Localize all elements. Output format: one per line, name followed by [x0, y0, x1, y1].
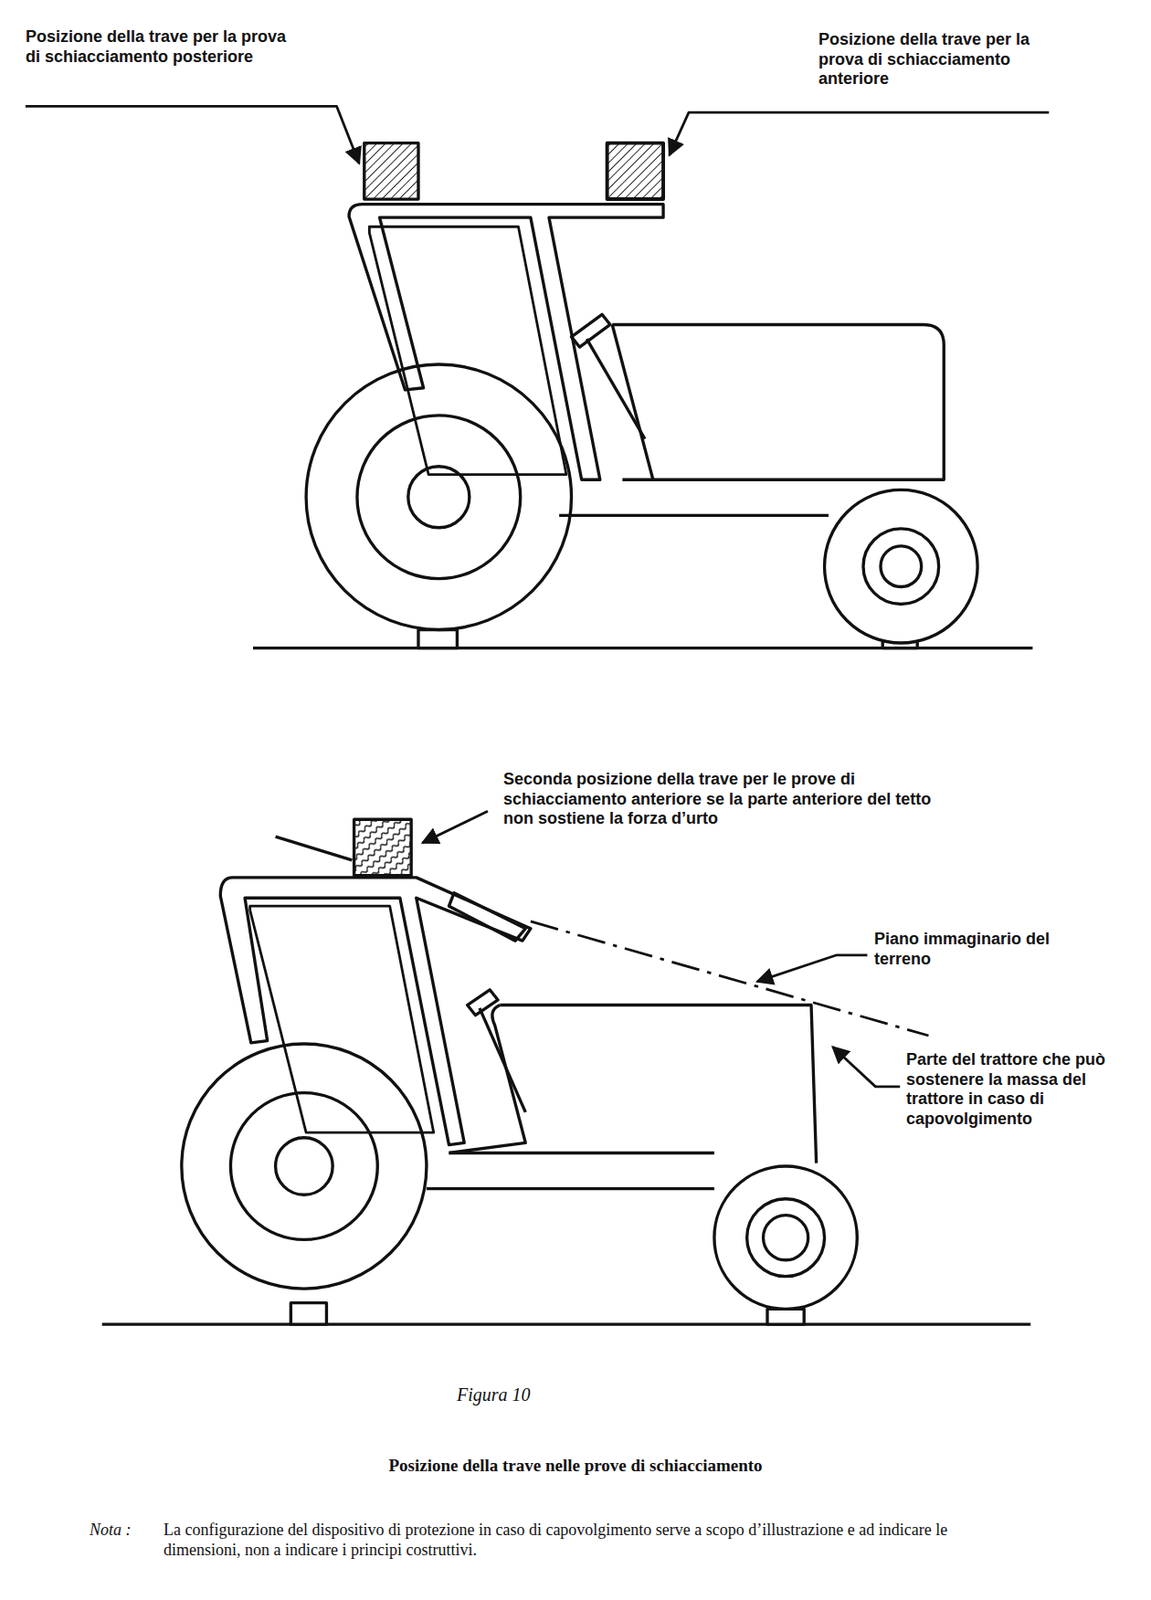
figure-number: Figura 10 [456, 1383, 558, 1406]
callout-label: Piano immaginario del terreno [874, 929, 1057, 970]
figure-caption: Posizione della trave nelle prove di sch… [210, 1456, 941, 1478]
callout-label: Posizione della trave per la prova di sc… [818, 30, 1066, 90]
note-text: La configurazione del dispositivo di pro… [163, 1520, 1004, 1561]
callout-label: Seconda posizione della trave per le pro… [503, 770, 961, 830]
callout-label: Parte del trattore che può sostenere la … [906, 1050, 1135, 1130]
callout-label: Posizione della trave per la prova di sc… [25, 27, 291, 67]
note-marker: Nota : [89, 1520, 163, 1542]
